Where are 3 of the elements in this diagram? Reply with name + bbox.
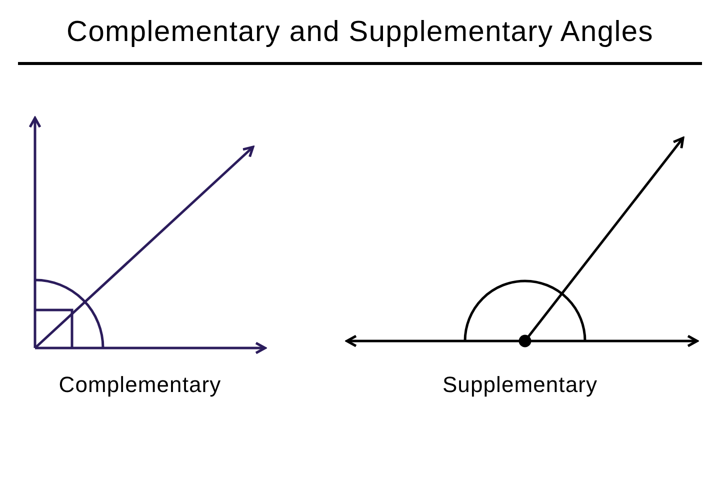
angle-label: Complementary — [58, 371, 222, 399]
title: Complementary and Supplementary Angles — [66, 15, 654, 50]
angle-label: Supplementary — [442, 371, 598, 399]
